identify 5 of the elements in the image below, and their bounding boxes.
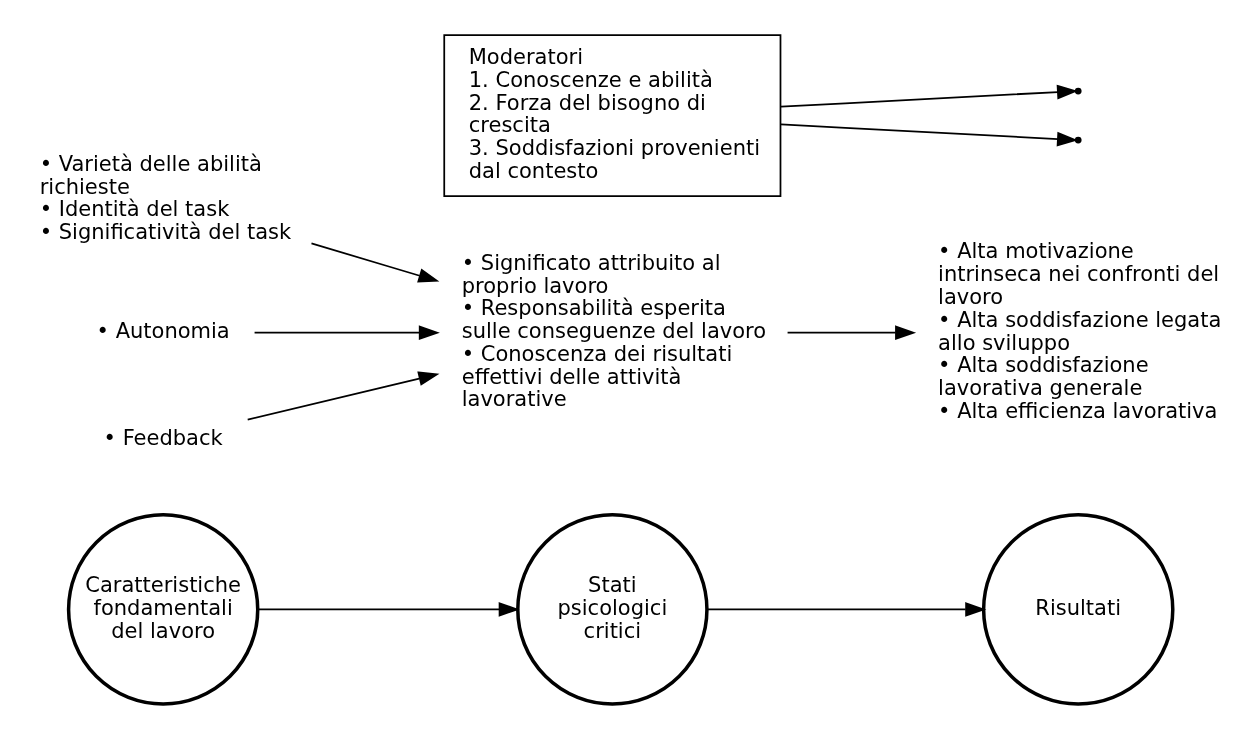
node-text: • Varietà delle abilità richieste • Identità del task • Significatività del task: [39, 150, 292, 244]
node-text: • Feedback: [103, 424, 223, 450]
node-text: • Significato attribuito al proprio lavoro • Responsabilità esperita sulle conseguenze del lavoro • Conoscenza dei risultati effettivi delle attività lavorative: [461, 249, 767, 411]
node-text: • Autonomia: [96, 317, 230, 343]
node-text: • Alta motivazione intrinseca nei confronti del lavoro • Alta soddisfazione legata allo sviluppo • Alta soddisfazione lavorativa generale • Alta efficienza lavorativa: [938, 237, 1222, 423]
